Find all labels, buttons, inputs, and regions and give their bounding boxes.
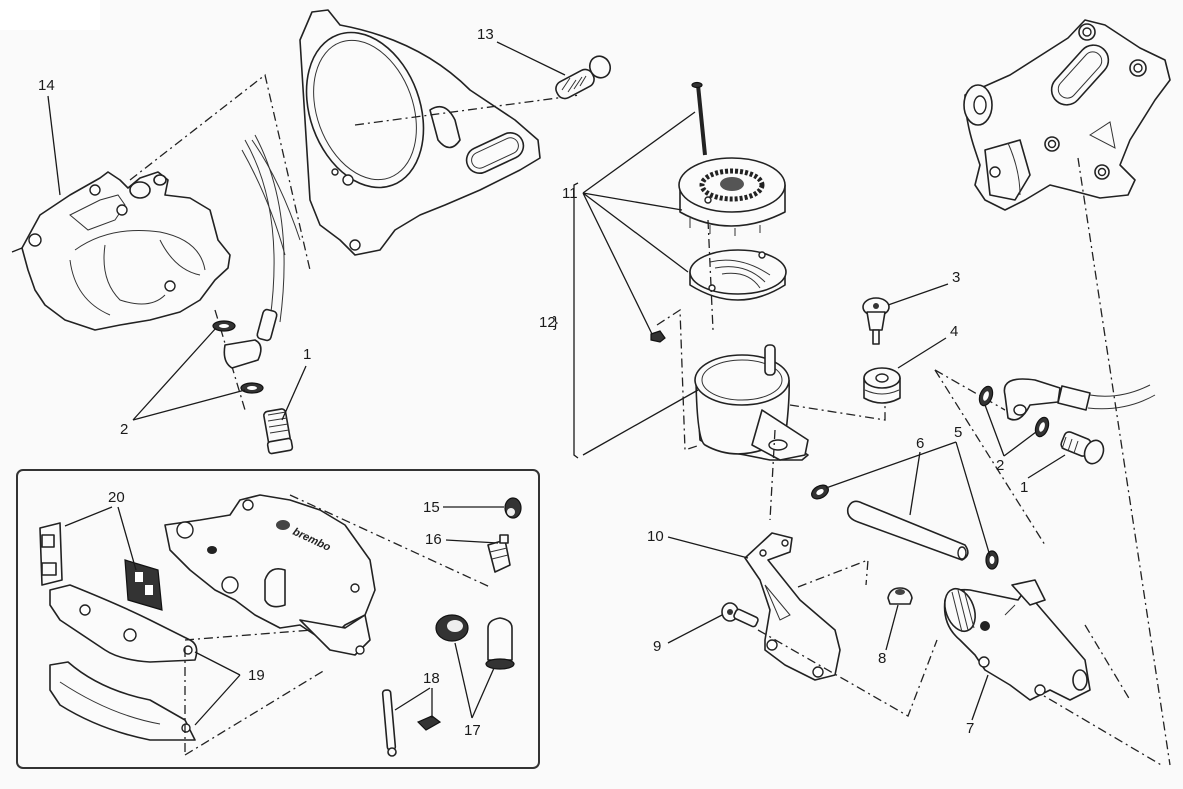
callout-13: 13 (477, 26, 494, 43)
rear-caliper[interactable] (11, 171, 231, 331)
sealing-washer-mc-lower[interactable] (1033, 416, 1051, 439)
callout-14: 14 (38, 77, 55, 94)
caliper-mounting-bolt[interactable] (553, 53, 614, 102)
inset-caliper[interactable]: brembo (164, 494, 376, 656)
callout-6: 6 (916, 435, 924, 452)
callout-5: 5 (954, 424, 962, 441)
callout-10: 10 (647, 528, 664, 545)
callout-17: 17 (464, 722, 481, 739)
inset-caliper-exploded: 20 19 brembo (16, 469, 540, 769)
bleed-valve[interactable] (487, 534, 511, 573)
reservoir-mount-screw[interactable] (862, 297, 890, 345)
callout-11: 11 (562, 185, 578, 202)
callout-18: 18 (423, 670, 440, 687)
callout-15: 15 (423, 499, 440, 516)
callout-19: 19 (248, 667, 265, 684)
caliper-bracket[interactable] (241, 9, 541, 256)
banjo-bolt-mc[interactable] (1060, 430, 1107, 466)
brace-glyph: } (553, 314, 558, 331)
callout-16: 16 (425, 531, 442, 548)
callout-7: 7 (966, 720, 974, 737)
pad-pin-clip[interactable] (416, 715, 442, 731)
banjo-bolt-caliper[interactable] (263, 408, 294, 455)
reservoir-body[interactable] (694, 344, 809, 461)
pad-spring[interactable] (39, 522, 63, 586)
sealing-washer-lower[interactable] (240, 382, 264, 394)
callout-12: 12 (539, 314, 556, 331)
sealing-washer-mc-upper[interactable] (977, 385, 995, 408)
callout-20: 20 (108, 489, 125, 506)
reservoir-diaphragm[interactable] (689, 249, 787, 301)
piston-seal[interactable] (435, 614, 469, 642)
piston[interactable] (485, 617, 515, 670)
rubber-grommet[interactable] (863, 367, 901, 404)
brake-pad-upper[interactable] (49, 584, 198, 663)
bleed-valve-cap[interactable] (504, 497, 522, 519)
pad-shim[interactable] (124, 559, 163, 611)
reservoir-hose[interactable] (846, 500, 969, 561)
callout-9: 9 (653, 638, 661, 655)
brake-hose-caliper[interactable] (223, 134, 285, 369)
brake-pad-lower[interactable] (49, 661, 196, 741)
callout-8: 8 (878, 650, 886, 667)
reservoir-cap[interactable] (678, 157, 786, 236)
callout-2: 2 (120, 421, 128, 438)
sealing-washer-upper[interactable] (212, 320, 236, 332)
hose-clamp-lower[interactable] (985, 550, 999, 570)
callout-3: 3 (952, 269, 960, 286)
reservoir-nut-small[interactable] (650, 330, 666, 343)
callout-1b: 1 (1020, 479, 1028, 496)
callout-2b: 2 (996, 457, 1004, 474)
banjo-fitting-mc[interactable] (1003, 378, 1156, 421)
callout-1: 1 (303, 346, 311, 363)
bracket-nut[interactable] (887, 587, 913, 605)
callout-4: 4 (950, 323, 958, 340)
reservoir-screw-long[interactable] (691, 81, 707, 156)
rear-master-cylinder[interactable] (939, 579, 1091, 701)
footpeg-bracket[interactable] (963, 19, 1171, 211)
master-cylinder-bracket[interactable] (744, 532, 841, 681)
pad-pin[interactable] (381, 689, 397, 757)
bracket-screw[interactable] (721, 602, 759, 628)
